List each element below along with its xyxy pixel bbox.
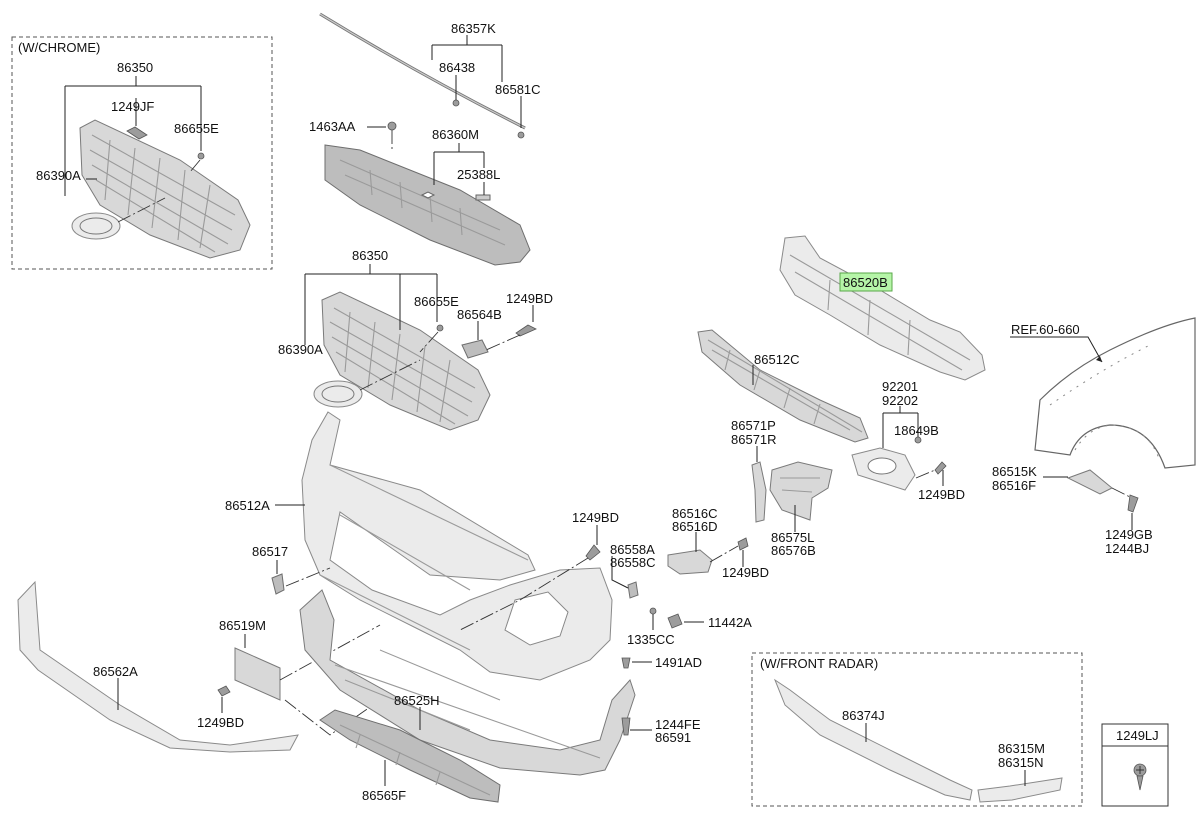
cover-86575L bbox=[769, 461, 833, 521]
screw-1249BD-icon bbox=[585, 544, 601, 561]
label-86655E: 86655E bbox=[414, 294, 459, 309]
screw-1463AA-icon bbox=[387, 121, 397, 150]
radar-bumper-lip bbox=[773, 678, 1063, 803]
label-1249BD-plate: 1249BD bbox=[197, 715, 244, 730]
bumper-energy-absorber bbox=[779, 235, 986, 381]
chrome-radiator-grille bbox=[79, 119, 251, 259]
label-18649B: 18649B bbox=[894, 423, 939, 438]
label-92202: 92202 bbox=[882, 393, 918, 408]
label-86357K: 86357K bbox=[451, 21, 496, 36]
legend-box: 1249LJ bbox=[1101, 723, 1169, 807]
label-86571R: 86571R bbox=[731, 432, 777, 447]
label-1249BD-fog: 1249BD bbox=[918, 487, 965, 502]
screw-1249BD-icon bbox=[737, 537, 749, 551]
label-86350: 86350 bbox=[352, 248, 388, 263]
screw-1249BD-icon bbox=[217, 685, 231, 697]
label-86374J: 86374J bbox=[842, 708, 885, 723]
clip-1491AD-icon bbox=[621, 657, 631, 669]
label-86562A: 86562A bbox=[93, 664, 138, 679]
label-1249BD-bumper: 1249BD bbox=[572, 510, 619, 525]
legend-part-number: 1249LJ bbox=[1116, 728, 1159, 743]
label-86565F: 86565F bbox=[362, 788, 406, 803]
label-1491AD: 1491AD bbox=[655, 655, 702, 670]
label-25388L: 25388L bbox=[457, 167, 500, 182]
bracket-86558A bbox=[627, 581, 639, 599]
chrome-variant-title: (W/CHROME) bbox=[18, 40, 100, 55]
label-86655E-chrome: 86655E bbox=[174, 121, 219, 136]
bracket-86516C bbox=[667, 549, 713, 575]
nut-1335CC-icon bbox=[649, 607, 657, 615]
label-86516C: 86516C bbox=[672, 506, 718, 521]
label-1244FE: 1244FE bbox=[655, 717, 701, 732]
label-1335CC: 1335CC bbox=[627, 632, 675, 647]
fog-lamp-assembly bbox=[851, 447, 916, 491]
label-ref-60-660: REF.60-660 bbox=[1011, 322, 1080, 337]
front-fender-outline bbox=[1034, 317, 1196, 469]
label-86558A: 86558A bbox=[610, 542, 655, 557]
skid-plate-86565F bbox=[319, 709, 501, 803]
label-1249BD-bracket: 1249BD bbox=[722, 565, 769, 580]
label-1249BD-grille: 1249BD bbox=[506, 291, 553, 306]
label-86315M: 86315M bbox=[998, 741, 1045, 756]
side-trim-86571P bbox=[751, 461, 767, 523]
label-86512C: 86512C bbox=[754, 352, 800, 367]
screw-1249BD-icon bbox=[515, 324, 537, 337]
label-86571P: 86571P bbox=[731, 418, 776, 433]
label-86525H: 86525H bbox=[394, 693, 440, 708]
label-1463AA: 1463AA bbox=[309, 119, 356, 134]
label-1249GB: 1249GB bbox=[1105, 527, 1153, 542]
label-86591: 86591 bbox=[655, 730, 691, 745]
label-86438: 86438 bbox=[439, 60, 475, 75]
front-radar-title: (W/FRONT RADAR) bbox=[760, 656, 878, 671]
label-86360M: 86360M bbox=[432, 127, 479, 142]
front-radar-box bbox=[751, 652, 1083, 807]
highlight-86520B bbox=[839, 272, 893, 292]
label-1249JF: 1249JF bbox=[111, 99, 154, 114]
label-86515K: 86515K bbox=[992, 464, 1037, 479]
screw-1249BD-icon bbox=[934, 461, 947, 475]
label-86581C: 86581C bbox=[495, 82, 541, 97]
label-86516D: 86516D bbox=[672, 519, 718, 534]
screw-1249JF-icon bbox=[126, 126, 148, 140]
bolt-11442A-icon bbox=[667, 613, 683, 629]
grille-support-bracket bbox=[324, 144, 531, 266]
label-86390A-chrome: 86390A bbox=[36, 168, 81, 183]
front-bumper-cover bbox=[301, 411, 613, 681]
label-1244BJ: 1244BJ bbox=[1105, 541, 1149, 556]
clip-86655E-icon bbox=[436, 324, 444, 332]
label-86558C: 86558C bbox=[610, 555, 656, 570]
clip-icon bbox=[517, 131, 525, 139]
radiator-grille bbox=[321, 291, 491, 431]
label-86517: 86517 bbox=[252, 544, 288, 559]
chrome-variant-box bbox=[11, 36, 273, 270]
bracket-86564B-icon bbox=[461, 339, 489, 359]
label-86350-chrome: 86350 bbox=[117, 60, 153, 75]
license-plate-bracket bbox=[234, 647, 281, 701]
label-86512A: 86512A bbox=[225, 498, 270, 513]
bumper-lip-86562A bbox=[17, 580, 299, 753]
part-25388L-tag bbox=[475, 194, 491, 201]
screw-1249GB-icon bbox=[1127, 494, 1139, 513]
emblem-icon bbox=[313, 380, 363, 408]
fender-bracket-86515K bbox=[1066, 469, 1113, 495]
label-86315N: 86315N bbox=[998, 755, 1044, 770]
label-86564B: 86564B bbox=[457, 307, 502, 322]
clip-86655E-icon bbox=[197, 152, 205, 160]
clip-icon bbox=[452, 99, 460, 107]
label-11442A: 11442A bbox=[708, 615, 752, 630]
label-86390A: 86390A bbox=[278, 342, 323, 357]
label-86516F: 86516F bbox=[992, 478, 1036, 493]
towing-hook-cap-86517 bbox=[271, 573, 285, 595]
label-92201: 92201 bbox=[882, 379, 918, 394]
tapping-screw-icon bbox=[1133, 763, 1147, 791]
lower-grille-86512C bbox=[697, 329, 869, 443]
emblem-icon bbox=[71, 212, 121, 240]
screw-1244FE-icon bbox=[621, 717, 631, 736]
label-86520B[interactable]: 86520B bbox=[843, 275, 888, 290]
label-86576B: 86576B bbox=[771, 543, 816, 558]
label-86519M: 86519M bbox=[219, 618, 266, 633]
label-86575L: 86575L bbox=[771, 530, 814, 545]
